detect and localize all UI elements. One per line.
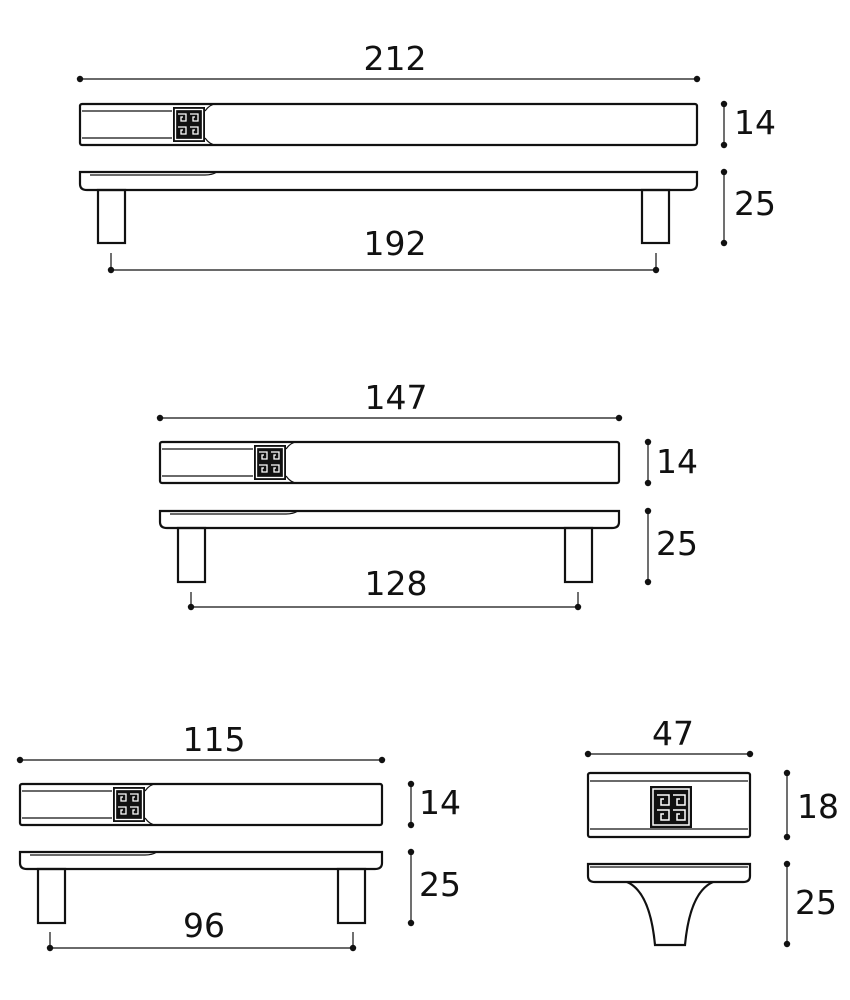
knob-side-view <box>586 862 752 947</box>
label-length: 147 <box>365 378 428 417</box>
dimension-side-height-147: 25 <box>644 507 698 586</box>
side-view-115 <box>18 850 384 925</box>
dimension-side-height-212: 25 <box>720 168 776 247</box>
dimension-side-height-115: 25 <box>407 848 461 927</box>
dimension-length-212: 212 <box>76 39 701 83</box>
dimension-top-height-115: 14 <box>407 780 461 829</box>
top-view-147 <box>158 440 621 485</box>
dimension-length-115: 115 <box>16 720 386 764</box>
label-top-height: 14 <box>656 442 698 481</box>
greek-key-emblem-icon <box>650 786 692 828</box>
label-width: 47 <box>652 714 694 753</box>
handle-147: 147 14 <box>156 378 698 611</box>
label-side-height: 25 <box>795 883 837 922</box>
label-hole-spacing: 128 <box>365 564 428 603</box>
greek-key-emblem-icon <box>173 107 205 142</box>
side-view-147 <box>158 509 621 584</box>
label-length: 115 <box>183 720 246 759</box>
dimension-length-147: 147 <box>156 378 623 422</box>
top-view-212 <box>78 102 699 147</box>
dimension-hole-spacing-147: 128 <box>187 564 582 611</box>
dimension-top-height-knob: 18 <box>783 769 839 841</box>
knob-top-view <box>586 771 752 839</box>
side-view-212 <box>78 170 699 245</box>
label-top-height: 14 <box>419 783 461 822</box>
greek-key-emblem-icon <box>113 787 145 822</box>
greek-key-emblem-icon <box>254 445 286 480</box>
top-view-115 <box>18 782 384 827</box>
dimension-hole-spacing-115: 96 <box>46 906 357 952</box>
dimension-top-height-212: 14 <box>720 100 776 149</box>
label-side-height: 25 <box>419 865 461 904</box>
handle-115: 115 14 <box>16 720 461 952</box>
label-side-height: 25 <box>734 184 776 223</box>
label-length: 212 <box>364 39 427 78</box>
dimension-side-height-knob: 25 <box>783 860 837 948</box>
label-hole-spacing: 192 <box>364 224 427 263</box>
label-top-height: 18 <box>797 787 839 826</box>
dimension-hole-spacing-212: 192 <box>107 224 660 274</box>
label-side-height: 25 <box>656 524 698 563</box>
dimension-top-height-147: 14 <box>644 438 698 487</box>
dimension-width-47: 47 <box>584 714 754 758</box>
handle-212: 212 14 <box>76 39 776 274</box>
label-hole-spacing: 96 <box>183 906 225 945</box>
label-top-height: 14 <box>734 103 776 142</box>
knob-47: 47 18 <box>584 714 839 948</box>
